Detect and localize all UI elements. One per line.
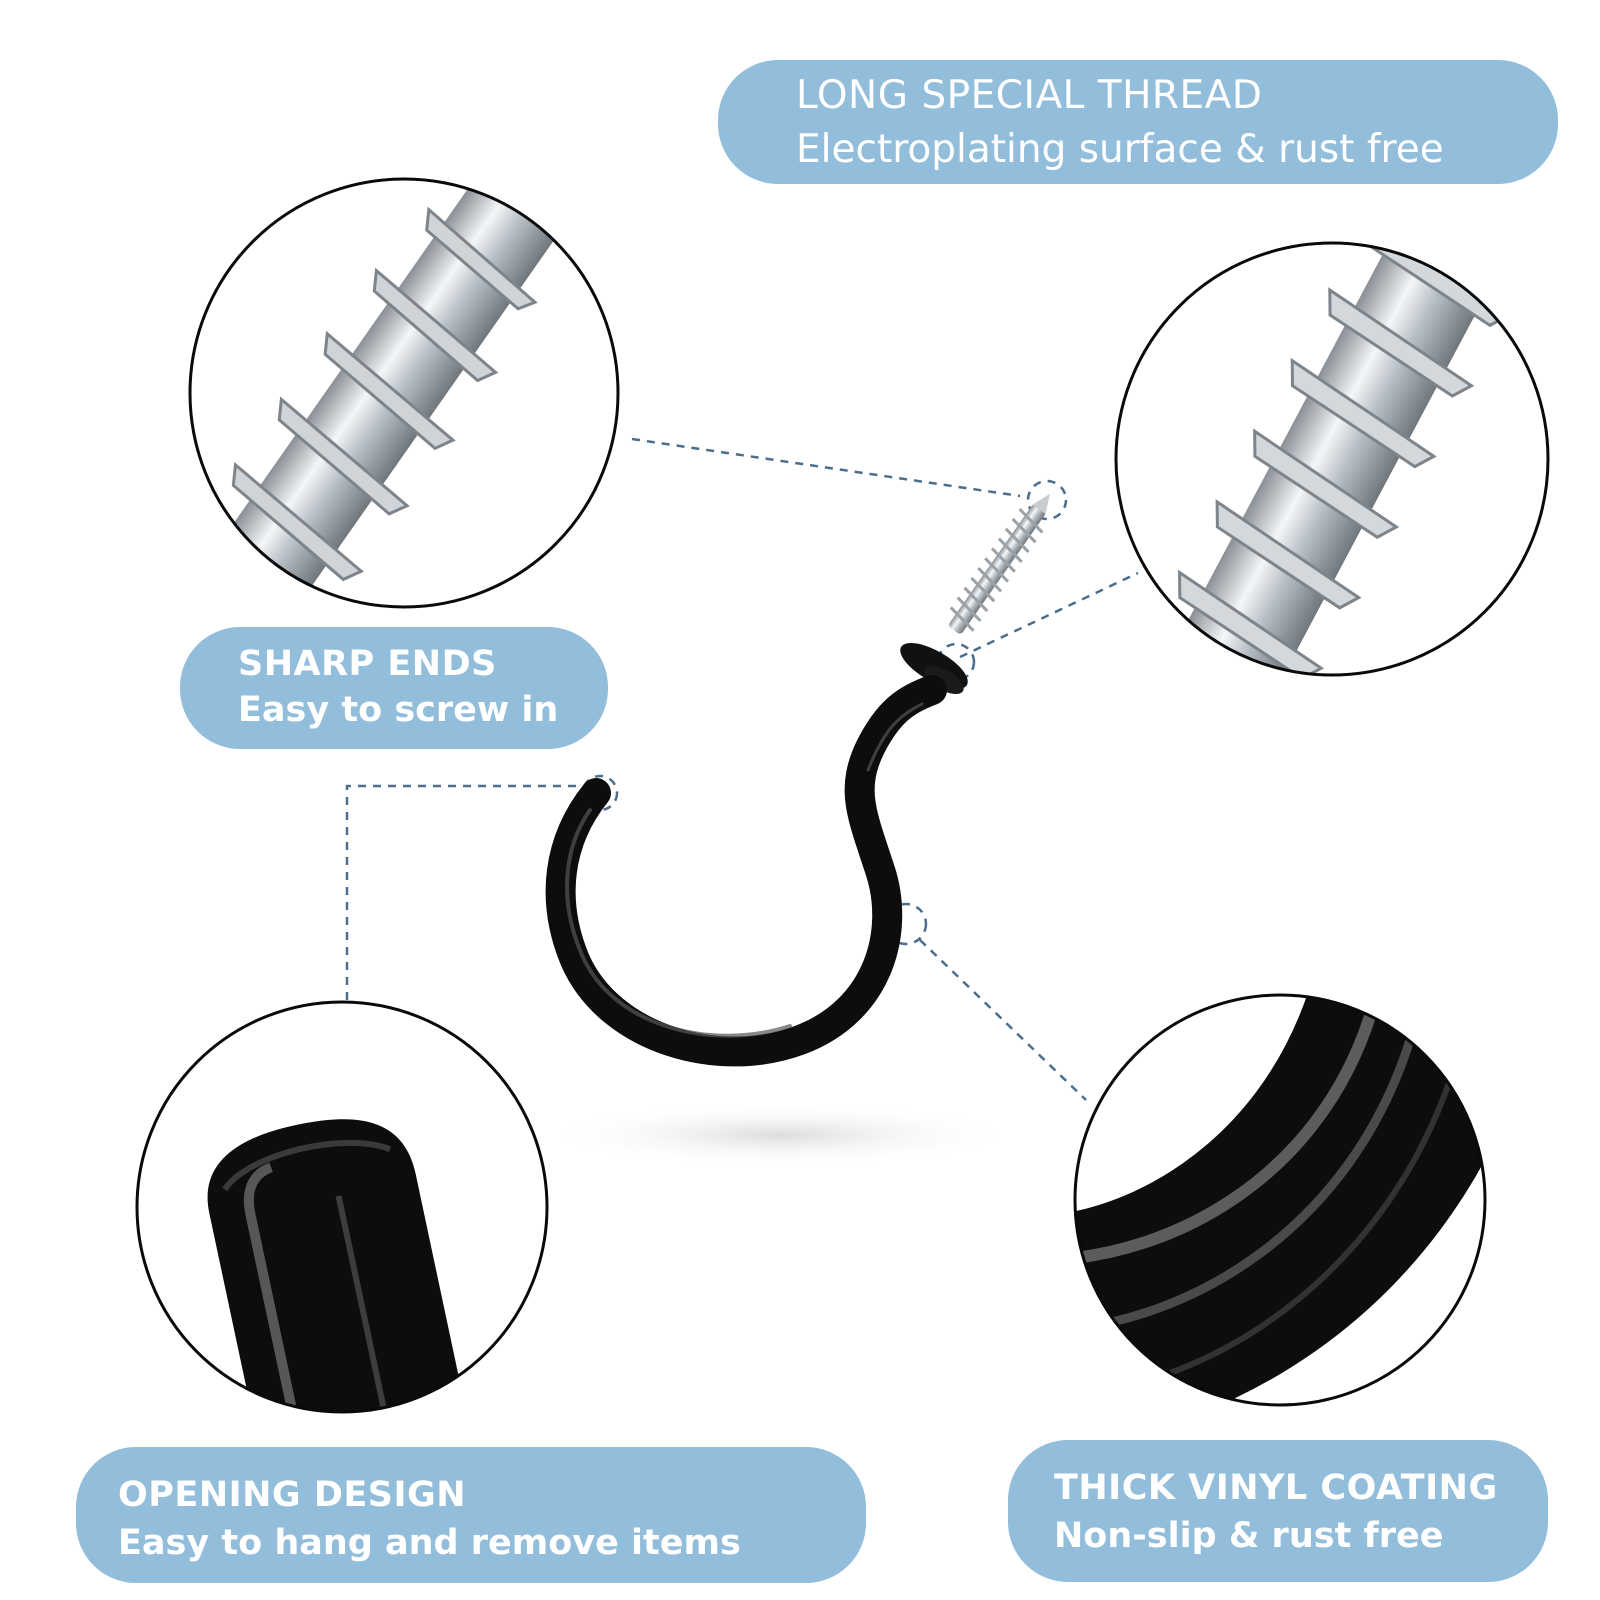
marker-tip: [1026, 479, 1068, 521]
zoom-rounded-end: [135, 1000, 549, 1414]
callout-long-special-thread: LONG SPECIAL THREAD Electroplating surfa…: [718, 60, 1558, 184]
leader-line-sharp: [631, 437, 1021, 498]
callout-title: OPENING DESIGN: [118, 1475, 467, 1515]
callout-subtitle: Non-slip & rust free: [1054, 1516, 1444, 1556]
zoom-sharp-tip: [188, 177, 620, 609]
callout-title: THICK VINYL COATING: [1054, 1468, 1498, 1508]
leader-line-vinyl: [919, 939, 1087, 1101]
leader-line-thread: [959, 571, 1139, 659]
hook-shadow: [540, 1103, 1020, 1167]
callout-title: SHARP ENDS: [238, 644, 497, 684]
callout-opening-design: OPENING DESIGN Easy to hang and remove i…: [76, 1447, 866, 1583]
callout-sharp-ends: SHARP ENDS Easy to screw in: [180, 627, 608, 749]
callout-title: LONG SPECIAL THREAD: [796, 73, 1263, 118]
callout-subtitle: Easy to screw in: [238, 690, 559, 730]
callout-subtitle: Electroplating surface & rust free: [796, 127, 1444, 172]
leader-line-opening: [345, 784, 600, 1000]
callout-subtitle: Easy to hang and remove items: [118, 1523, 741, 1563]
zoom-thread: [1114, 241, 1550, 677]
marker-opening: [581, 774, 619, 812]
cup-hook-icon: [545, 493, 1050, 1067]
callout-thick-vinyl-coating: THICK VINYL COATING Non-slip & rust free: [1008, 1440, 1548, 1582]
zoom-vinyl-coating: [1073, 993, 1487, 1407]
marker-thread: [936, 642, 976, 682]
